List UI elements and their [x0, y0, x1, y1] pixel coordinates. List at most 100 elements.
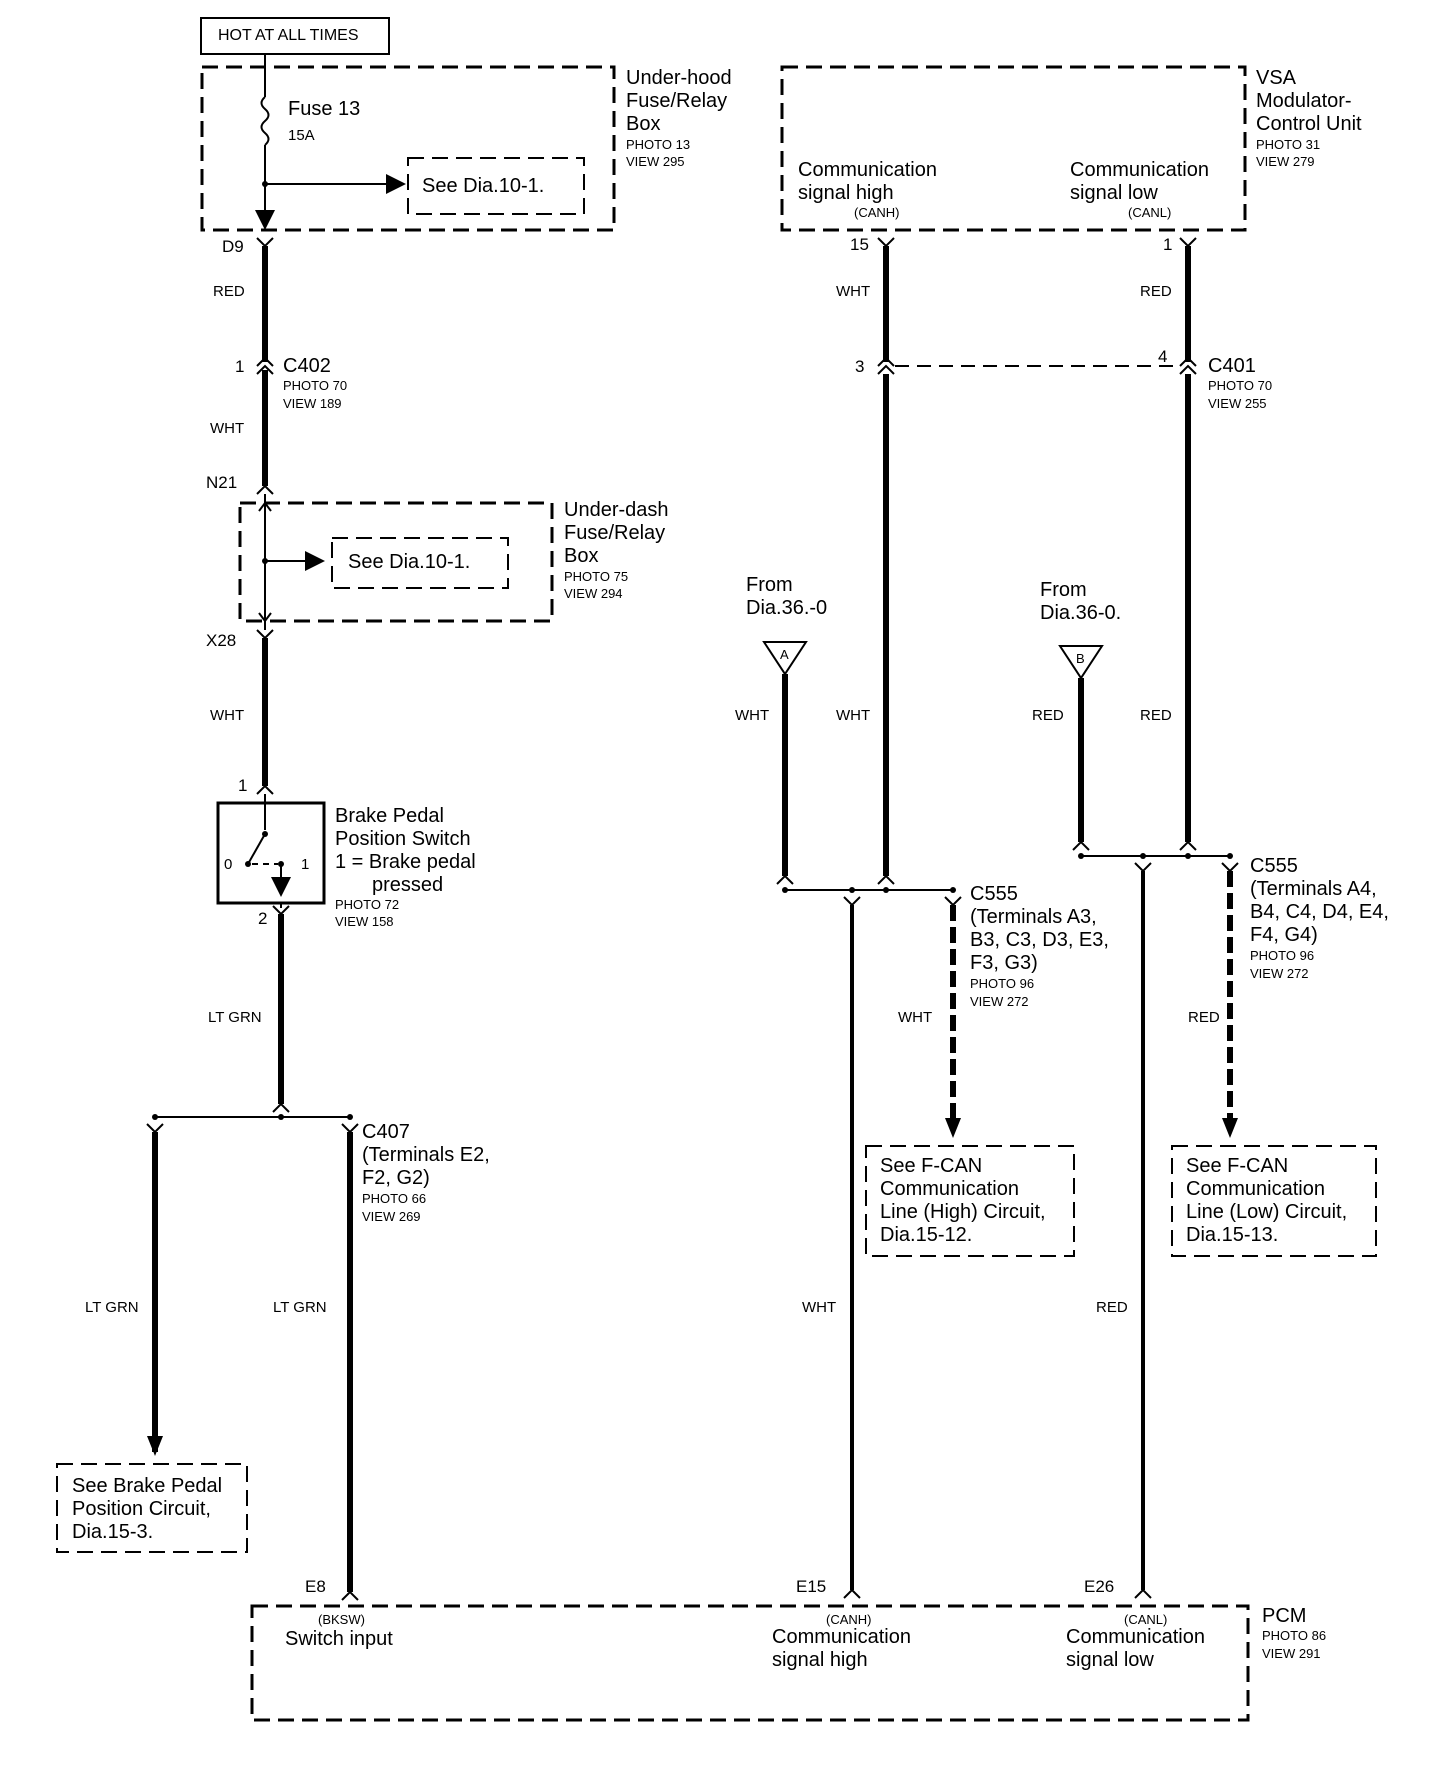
fuse-symbol — [260, 96, 270, 146]
c402-name: C402 — [283, 355, 331, 377]
from-b-tag: B — [1076, 651, 1085, 666]
underdash-view: VIEW 294 — [564, 586, 623, 601]
c401-name: C401 — [1208, 355, 1256, 377]
fcan-high-3: Line (High) Circuit, — [880, 1201, 1046, 1223]
from-a-2: Dia.36.-0 — [746, 597, 827, 619]
fcan-low-3: Line (Low) Circuit, — [1186, 1201, 1347, 1223]
brake-ref-1: See Brake Pedal — [72, 1475, 222, 1497]
canh-wiring: WHT 3 WHT From Dia.36.-0 A WHT WHT WHT C… — [735, 237, 1109, 1599]
underdash-name-1: Under-dash — [564, 499, 669, 521]
c402-photo: PHOTO 70 — [283, 378, 347, 393]
vsa-view: VIEW 279 — [1256, 154, 1315, 169]
c555-low-terms-3: F4, G4) — [1250, 924, 1318, 946]
c401-pin-3: 3 — [855, 357, 864, 376]
switch-pos-1: 1 — [301, 856, 309, 873]
underhood-fuse-box: See Dia.10-1. Fuse 13 15A Under-hood Fus… — [200, 55, 732, 232]
c555-low-name: C555 — [1250, 855, 1298, 877]
switch-photo: PHOTO 72 — [335, 897, 399, 912]
wire-label-wht-c402: WHT — [210, 420, 244, 437]
brake-pedal-position-switch: 0 1 Brake Pedal Position Switch 1 = Brak… — [216, 801, 476, 929]
vsa-low-3: (CANL) — [1128, 205, 1171, 220]
vsa-name-1: VSA — [1256, 67, 1297, 89]
underdash-fuse-box: See Dia.10-1. Under-dash Fuse/Relay Box … — [238, 499, 669, 623]
fcan-low-4: Dia.15-13. — [1186, 1224, 1278, 1246]
left-mid-wires: X28 WHT 1 — [206, 621, 274, 803]
c407-view: VIEW 269 — [362, 1209, 421, 1224]
switch-name-4: pressed — [372, 874, 443, 896]
fcan-high-1: See F-CAN — [880, 1155, 982, 1177]
pcm-switch-input: Switch input — [285, 1628, 393, 1650]
wire-label-wht-vsa: WHT — [836, 283, 870, 300]
from-a-tag: A — [780, 647, 789, 662]
switch-name-2: Position Switch — [335, 828, 471, 850]
c407-name: C407 — [362, 1121, 410, 1143]
pcm-photo: PHOTO 86 — [1262, 1628, 1326, 1643]
pcm-bksw: (BKSW) — [318, 1612, 365, 1627]
c555-high-name: C555 — [970, 883, 1018, 905]
switch-name-1: Brake Pedal — [335, 805, 444, 827]
see-dia-10-1-box-2 — [331, 537, 509, 589]
vsa-photo: PHOTO 31 — [1256, 137, 1320, 152]
underhood-view: VIEW 295 — [626, 154, 685, 169]
wire-label-ltgrn-left: LT GRN — [85, 1299, 139, 1316]
c402-view: VIEW 189 — [283, 396, 342, 411]
vsa-pin-1: 1 — [1163, 235, 1172, 254]
wire-label-ltgrn-right: LT GRN — [273, 1299, 327, 1316]
c555-high-view: VIEW 272 — [970, 994, 1029, 1009]
c401-view: VIEW 255 — [1208, 396, 1267, 411]
vsa-control-unit: VSA Modulator- Control Unit PHOTO 31 VIE… — [780, 65, 1362, 254]
vsa-name-3: Control Unit — [1256, 113, 1362, 135]
fcan-high-2: Communication — [880, 1178, 1019, 1200]
pcm-sig-low: signal low — [1066, 1649, 1154, 1671]
from-b-triangle — [1058, 645, 1104, 680]
switch-name-3: 1 = Brake pedal — [335, 851, 476, 873]
c407-photo: PHOTO 66 — [362, 1191, 426, 1206]
pcm-canh: (CANH) — [826, 1612, 872, 1627]
wire-label-wht-a: WHT — [735, 707, 769, 724]
see-dia-10-1-text: See Dia.10-1. — [422, 175, 544, 197]
fuse-rating: 15A — [288, 127, 315, 144]
switch-pos-0: 0 — [224, 856, 232, 873]
ltgrn-wiring: LT GRN LT GRN LT GRN C407 (Terminals E2,… — [85, 903, 490, 1601]
underhood-name-3: Box — [626, 113, 660, 135]
underdash-see-text: See Dia.10-1. — [348, 551, 470, 573]
pcm-name: PCM — [1262, 1605, 1306, 1627]
vsa-name-2: Modulator- — [1256, 90, 1352, 112]
wire-label-red-b: RED — [1032, 707, 1064, 724]
fcan-high-4: Dia.15-12. — [880, 1224, 972, 1246]
fuse-13-label: Fuse 13 — [288, 98, 360, 120]
c555-high-terms-2: B3, C3, D3, E3, — [970, 929, 1109, 951]
c555-low-terms-2: B4, C4, D4, E4, — [1250, 901, 1389, 923]
pin-d9: D9 — [222, 237, 244, 256]
pcm-sig-high: signal high — [772, 1649, 868, 1671]
vsa-low-1: Communication — [1070, 159, 1209, 181]
see-dia-10-1-box — [407, 157, 585, 215]
c555-low-view: VIEW 272 — [1250, 966, 1309, 981]
from-a-1: From — [746, 574, 793, 596]
c401-photo: PHOTO 70 — [1208, 378, 1272, 393]
pcm-view: VIEW 291 — [1262, 1646, 1321, 1661]
wire-label-wht-mid: WHT — [836, 707, 870, 724]
switch-pin-1: 1 — [238, 776, 247, 795]
fcan-high-ref-box — [865, 1145, 1075, 1257]
pcm-pin-e15: E15 — [796, 1577, 826, 1596]
wire-label-red-pcm-low: RED — [1096, 1299, 1128, 1316]
underhood-name-2: Fuse/Relay — [626, 90, 727, 112]
pcm-box: E8 E15 E26 (BKSW) Switch input (CANH) Co… — [250, 1577, 1326, 1722]
from-a-triangle — [762, 641, 808, 676]
wire-label-red-mid: RED — [1140, 707, 1172, 724]
underdash-name-3: Box — [564, 545, 598, 567]
wire-label-red-fcan: RED — [1188, 1009, 1220, 1026]
fcan-low-ref-box — [1171, 1145, 1377, 1257]
wire-label-wht-fcan: WHT — [898, 1009, 932, 1026]
underhood-photo: PHOTO 13 — [626, 137, 690, 152]
pcm-canl: (CANL) — [1124, 1612, 1167, 1627]
c555-high-photo: PHOTO 96 — [970, 976, 1034, 991]
vsa-high-2: signal high — [798, 182, 894, 204]
see-brake-pedal-ref: See Brake Pedal Position Circuit, Dia.15… — [56, 1463, 248, 1553]
vsa-high-3: (CANH) — [854, 205, 900, 220]
c555-low-terms-1: (Terminals A4, — [1250, 878, 1377, 900]
pin-n21: N21 — [206, 473, 237, 492]
underdash-photo: PHOTO 75 — [564, 569, 628, 584]
